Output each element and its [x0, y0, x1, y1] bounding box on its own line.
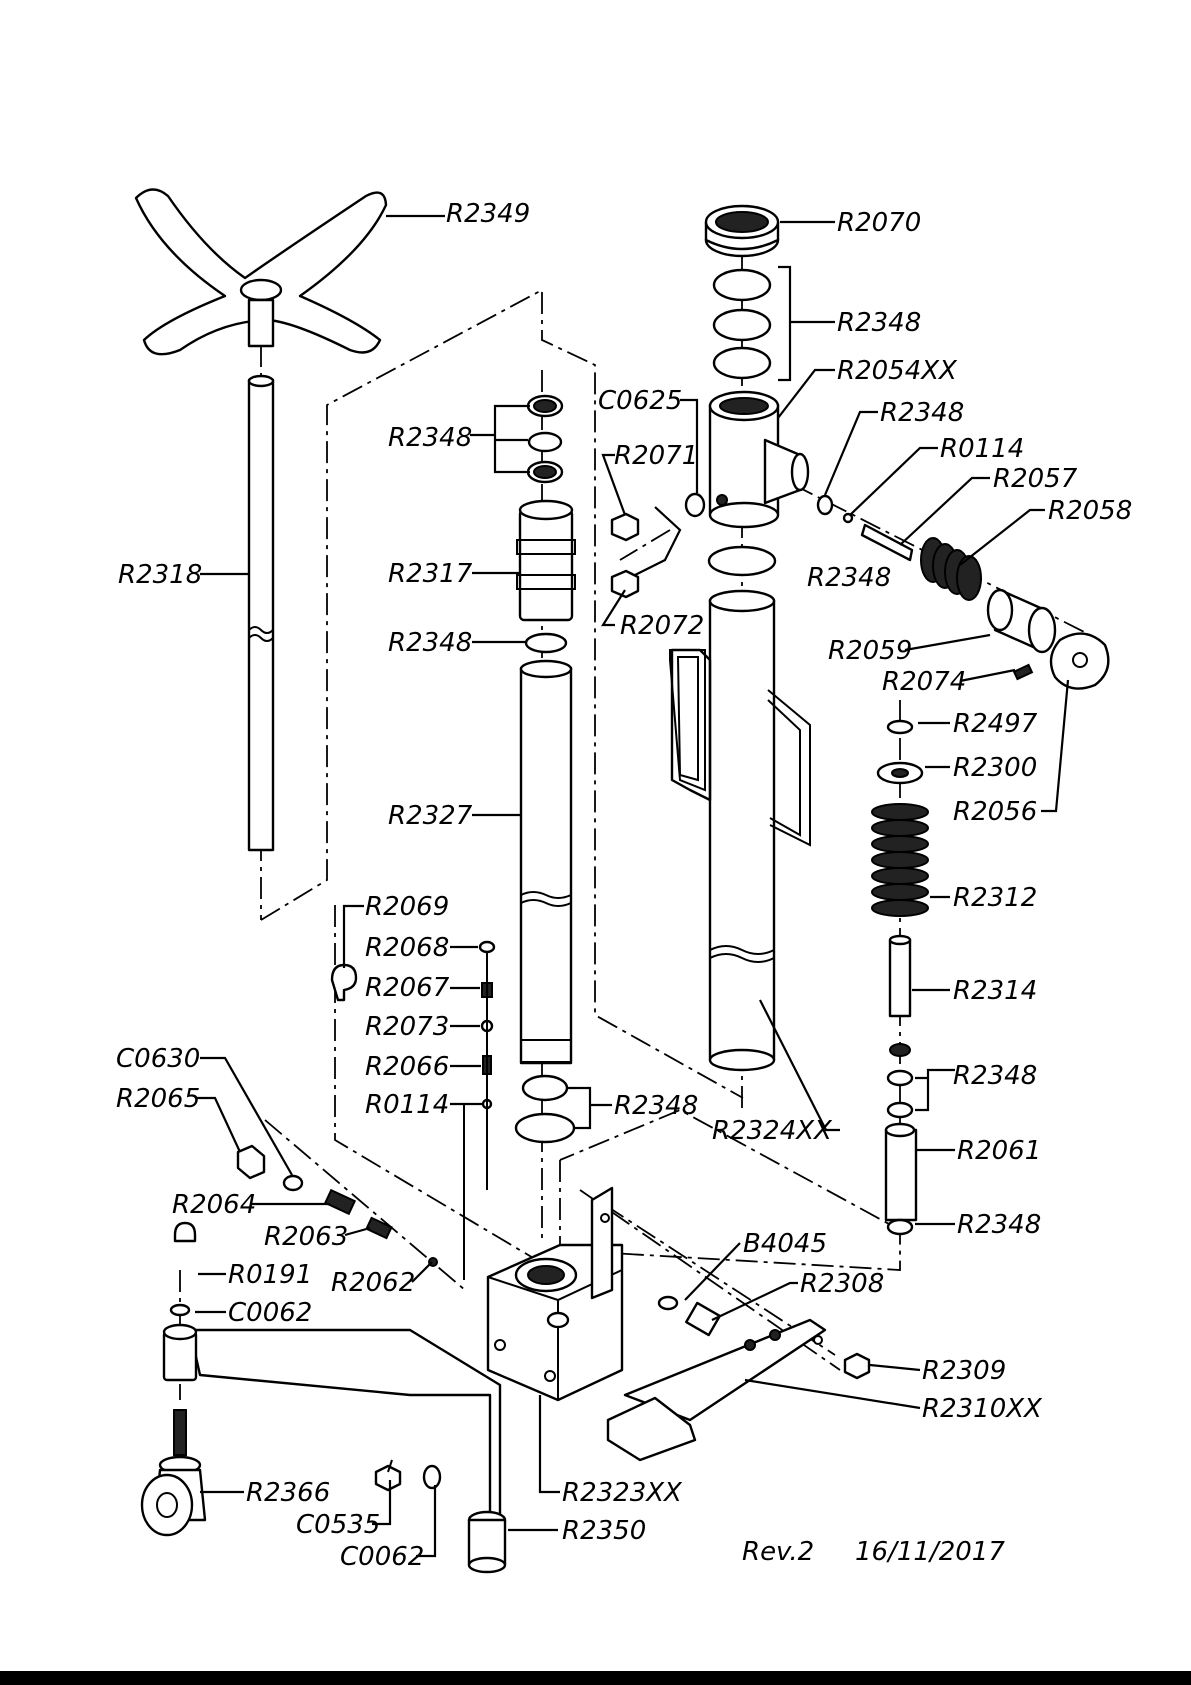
fitting-r2317	[516, 499, 576, 622]
label-r2054xx: R2054XX	[837, 356, 958, 386]
label-c0535: C0535	[296, 1510, 380, 1540]
label-r2310xx: R2310XX	[922, 1394, 1043, 1424]
label-r2348-top-stack: R2348	[388, 423, 472, 453]
label-r2065: R2065	[116, 1084, 200, 1114]
screws-left	[236, 1144, 438, 1267]
label-r2348-under-r2317: R2348	[388, 628, 472, 658]
valve-parts	[330, 940, 496, 1280]
label-r2327: R2327	[388, 801, 473, 831]
label-r2348-right-pair: R2348	[953, 1061, 1037, 1091]
label-r0114-left: R0114	[365, 1090, 449, 1120]
label-r2067: R2067	[365, 973, 450, 1003]
screw-r2071	[610, 512, 640, 542]
label-r2366: R2366	[246, 1478, 330, 1508]
label-r2072: R2072	[620, 611, 704, 641]
part-labels: R2349 R2318 R2348 R2317 R2348 R2327 R206…	[116, 199, 1132, 1572]
oring-large	[514, 1112, 576, 1144]
right-side-parts	[816, 494, 1110, 1236]
oring-r2348-mid	[707, 545, 777, 577]
label-r2348-right-bottom: R2348	[957, 1210, 1041, 1240]
washer-c0625	[684, 492, 706, 518]
label-r2066: R2066	[365, 1052, 449, 1082]
revision-block: Rev.2 16/11/2017	[742, 1537, 1005, 1567]
label-r2068: R2068	[365, 933, 449, 963]
rod-r2318	[247, 374, 275, 852]
seal-stack-top	[526, 394, 564, 484]
label-r2063: R2063	[264, 1222, 348, 1252]
label-r2071: R2071	[614, 441, 698, 471]
oring-small	[521, 1074, 569, 1102]
leader-lines	[195, 214, 1070, 1558]
label-r0114-right: R0114	[940, 434, 1024, 464]
bottom-border	[0, 1671, 1191, 1685]
label-r2057: R2057	[993, 464, 1078, 494]
label-r2059: R2059	[828, 636, 912, 666]
label-r2312: R2312	[953, 883, 1037, 913]
revision-date: 16/11/2017	[855, 1537, 1005, 1567]
label-r2070: R2070	[837, 208, 921, 238]
label-r2064: R2064	[172, 1190, 256, 1220]
label-r2350: R2350	[562, 1516, 646, 1546]
label-r2074: R2074	[882, 667, 966, 697]
label-r2073: R2073	[365, 1012, 449, 1042]
label-r2318: R2318	[118, 560, 202, 590]
block-r2323xx	[486, 1186, 624, 1402]
housing-r2054xx	[708, 390, 810, 529]
label-r2317: R2317	[388, 559, 473, 589]
oring-under-fitting	[524, 632, 568, 654]
label-r2497: R2497	[953, 709, 1038, 739]
label-r2323xx: R2323XX	[562, 1478, 683, 1508]
tube-r2327	[519, 659, 573, 1065]
label-c0625: C0625	[598, 386, 682, 416]
label-c0062-top: C0062	[228, 1298, 312, 1328]
label-r2308: R2308	[800, 1269, 884, 1299]
ring-stack	[712, 268, 772, 380]
label-c0630: C0630	[116, 1044, 200, 1074]
label-r2314: R2314	[953, 976, 1037, 1006]
label-r0191: R0191	[228, 1260, 312, 1290]
revision-label: Rev.2	[742, 1537, 814, 1567]
label-r2349: R2349	[446, 199, 530, 229]
label-r2348-below-r2054: R2348	[807, 563, 891, 593]
label-r2348-ring-stack: R2348	[837, 308, 921, 338]
label-b4045: B4045	[743, 1229, 827, 1259]
tube-r2324xx	[669, 589, 811, 1072]
label-r2069: R2069	[365, 892, 449, 922]
label-r2061: R2061	[957, 1136, 1041, 1166]
label-r2348-pair-lower: R2348	[614, 1091, 698, 1121]
label-r2324xx: R2324XX	[712, 1116, 833, 1146]
screw-r2072	[610, 569, 640, 599]
label-c0062-bottom: C0062	[340, 1542, 424, 1572]
arm-and-caster	[140, 1221, 507, 1574]
label-r2062: R2062	[331, 1268, 415, 1298]
label-r2300: R2300	[953, 753, 1037, 783]
label-r2056: R2056	[953, 797, 1037, 827]
ring-r2070	[704, 204, 780, 258]
label-r2348-right-small: R2348	[880, 398, 964, 428]
pedal-r2310xx	[606, 1295, 871, 1462]
handle-r2349	[134, 188, 388, 356]
label-r2309: R2309	[922, 1356, 1006, 1386]
label-r2058: R2058	[1048, 496, 1132, 526]
